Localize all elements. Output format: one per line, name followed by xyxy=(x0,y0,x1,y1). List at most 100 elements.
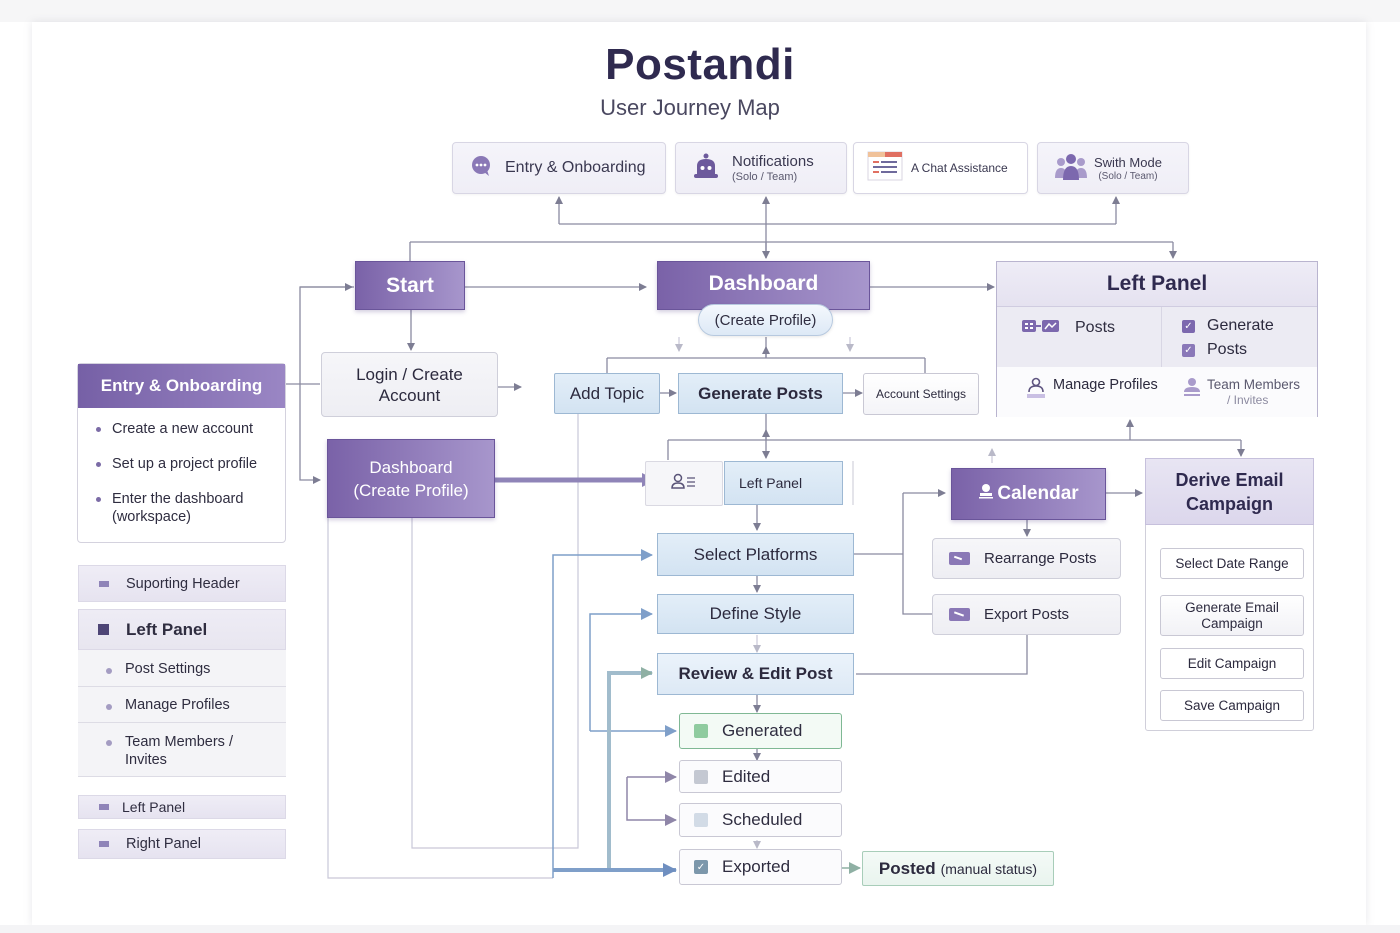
rearrange-icon xyxy=(949,552,970,565)
email-campaign-panel: Derive Email Campaign xyxy=(1145,458,1314,731)
page-title: Postandi xyxy=(605,40,795,89)
legend-item-team-members: Team Members / Invites xyxy=(78,723,286,777)
legend-label: Left Panel xyxy=(122,799,186,815)
user-stamp-icon xyxy=(978,483,994,505)
rearrange-posts-node[interactable]: Rearrange Posts xyxy=(932,538,1121,579)
manage-profiles-label: Manage Profiles xyxy=(1053,377,1158,393)
top-card-entry-onboarding[interactable]: Entry & Onboarding xyxy=(452,142,666,194)
email-campaign-title-line: Campaign xyxy=(1185,493,1273,514)
posts-label: Posts xyxy=(1207,341,1248,358)
entry-onboarding-title: Entry & Onboarding xyxy=(78,364,285,408)
calendar-label: Calendar xyxy=(997,483,1079,504)
posted-note: (manual status) xyxy=(940,860,1038,877)
top-card-label: Swith Mode xyxy=(1094,154,1162,170)
create-profile-pill[interactable]: (Create Profile) xyxy=(698,304,833,336)
document-list-icon xyxy=(867,151,903,186)
team-members-label: Team Members xyxy=(1207,377,1301,392)
checkbox-icon: ✓ xyxy=(1182,343,1195,357)
top-card-label: A Chat Assistance xyxy=(911,161,1008,175)
start-node[interactable]: Start xyxy=(355,261,465,310)
define-style-node[interactable]: Define Style xyxy=(657,594,854,634)
legend-label: Suporting Header xyxy=(126,575,240,592)
team-members-item[interactable]: Team Members / Invites xyxy=(1183,377,1300,417)
add-topic-node[interactable]: Add Topic xyxy=(554,373,660,414)
status-label: Edited xyxy=(722,766,771,786)
legend-square-icon xyxy=(98,624,109,635)
team-users-icon xyxy=(1054,152,1088,185)
team-user-icon xyxy=(1183,377,1201,402)
posts-label: Posts xyxy=(1075,319,1116,336)
top-card-label: Notifications xyxy=(732,153,814,170)
review-edit-post-node[interactable]: Review & Edit Post xyxy=(657,653,854,695)
list-item: Create a new account xyxy=(96,420,285,438)
user-list-icon xyxy=(671,473,697,494)
left-panel-node[interactable]: Left Panel xyxy=(724,461,843,505)
list-item: Enter the dashboard (workspace) xyxy=(96,490,261,526)
legend-swatch-icon xyxy=(99,804,109,810)
top-card-switch-mode[interactable]: Swith Mode (Solo / Team) xyxy=(1037,142,1189,194)
legend-swatch-icon xyxy=(99,580,109,587)
top-card-label: Entry & Onboarding xyxy=(505,159,646,176)
list-item: Set up a project profile xyxy=(96,455,285,473)
status-label: Generated xyxy=(722,721,803,740)
email-campaign-title-line: Derive Email xyxy=(1175,469,1284,490)
manage-profiles-item[interactable]: Manage Profiles xyxy=(1027,377,1183,417)
grid-share-icon xyxy=(1022,319,1060,338)
export-icon xyxy=(949,608,970,621)
left-panel-posts[interactable]: Posts xyxy=(997,307,1162,367)
email-campaign-title: Derive Email Campaign xyxy=(1145,458,1314,525)
generate-posts-node[interactable]: Generate Posts xyxy=(678,373,843,414)
rearrange-posts-label: Rearrange Posts xyxy=(984,550,1097,567)
divider xyxy=(852,461,854,505)
top-card-sublabel: (Solo / Team) xyxy=(1098,170,1158,182)
status-generated[interactable]: Generated xyxy=(679,713,842,749)
status-exported[interactable]: ✓ Exported xyxy=(679,849,842,885)
legend-left-panel-small: Left Panel xyxy=(78,795,286,819)
posted-label: Posted xyxy=(878,858,936,878)
status-swatch-icon xyxy=(694,813,708,827)
page-subtitle: User Journey Map xyxy=(600,95,780,120)
left-panel-generate-posts[interactable]: ✓ Generate ✓ Posts xyxy=(1162,307,1317,367)
posted-node[interactable]: Posted (manual status) xyxy=(862,851,1054,886)
top-card-sublabel: (Solo / Team) xyxy=(732,171,798,183)
team-invites-label: / Invites xyxy=(1227,393,1269,407)
dashboard-label: Dashboard xyxy=(369,457,453,477)
bell-robot-icon xyxy=(692,152,720,185)
top-card-notifications[interactable]: Notifications (Solo / Team) xyxy=(675,142,847,194)
bottom-band xyxy=(0,925,1400,933)
legend-label: Left Panel xyxy=(126,619,208,639)
status-label: Exported xyxy=(722,857,791,876)
dashboard-node[interactable]: Dashboard xyxy=(657,261,870,310)
entry-onboarding-list: Create a new account Set up a project pr… xyxy=(78,408,285,526)
dashboard-create-profile-node[interactable]: Dashboard (Create Profile) xyxy=(327,439,495,518)
save-campaign-step[interactable]: Save Campaign xyxy=(1160,690,1304,721)
top-card-chat-assistance[interactable]: A Chat Assistance xyxy=(853,142,1028,194)
status-label: Scheduled xyxy=(722,810,803,829)
legend-label: Post Settings xyxy=(125,661,211,677)
status-scheduled[interactable]: Scheduled xyxy=(679,803,842,837)
generate-label: Generate xyxy=(1207,317,1274,334)
generate-email-campaign-step[interactable]: Generate Email Campaign xyxy=(1160,595,1304,636)
legend-supporting-header: Suporting Header xyxy=(78,565,286,602)
legend-left-panel: Left Panel xyxy=(78,609,286,650)
select-date-range-step[interactable]: Select Date Range xyxy=(1160,548,1304,579)
user-list-button[interactable] xyxy=(645,461,723,506)
account-settings-node[interactable]: Account Settings xyxy=(863,373,979,415)
legend-item-post-settings: Post Settings xyxy=(78,650,286,687)
check-icon: ✓ xyxy=(694,860,708,874)
login-create-account-node[interactable]: Login / Create Account xyxy=(321,352,498,417)
select-platforms-node[interactable]: Select Platforms xyxy=(657,533,854,576)
legend-item-manage-profiles: Manage Profiles xyxy=(78,687,286,723)
edit-campaign-step[interactable]: Edit Campaign xyxy=(1160,648,1304,679)
status-edited[interactable]: Edited xyxy=(679,760,842,793)
status-swatch-icon xyxy=(694,769,708,784)
create-profile-label: (Create Profile) xyxy=(353,480,469,500)
dashboard-label: Dashboard xyxy=(708,272,819,295)
top-band xyxy=(0,0,1400,22)
export-posts-label: Export Posts xyxy=(984,606,1070,623)
checkbox-icon: ✓ xyxy=(1182,319,1195,333)
calendar-node[interactable]: Calendar xyxy=(951,468,1106,520)
legend-swatch-icon xyxy=(99,841,109,847)
export-posts-node[interactable]: Export Posts xyxy=(932,594,1121,635)
legend-label: Team Members / Invites xyxy=(125,734,233,768)
